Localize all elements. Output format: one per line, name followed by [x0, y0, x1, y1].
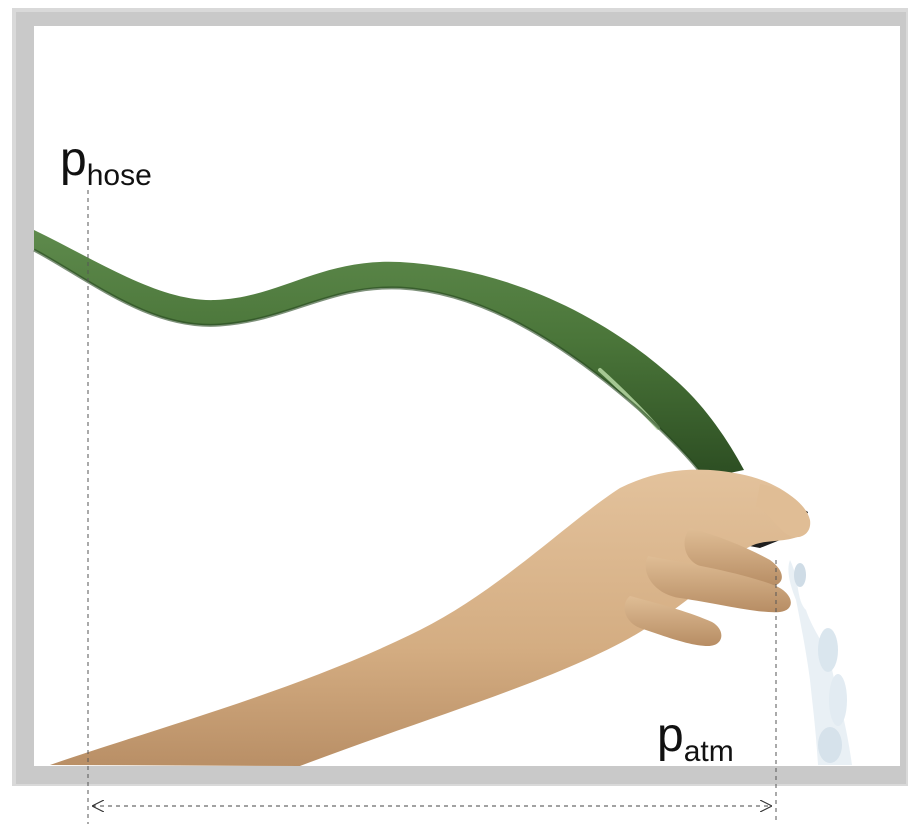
atm-pressure-label: patm: [657, 712, 734, 760]
hose-pressure-subscript: hose: [87, 159, 152, 192]
hose-pressure-label: phose: [60, 136, 152, 184]
hose-pressure-symbol: p: [60, 133, 87, 186]
atm-pressure-subscript: atm: [684, 735, 734, 768]
atm-pressure-symbol: p: [657, 709, 684, 762]
